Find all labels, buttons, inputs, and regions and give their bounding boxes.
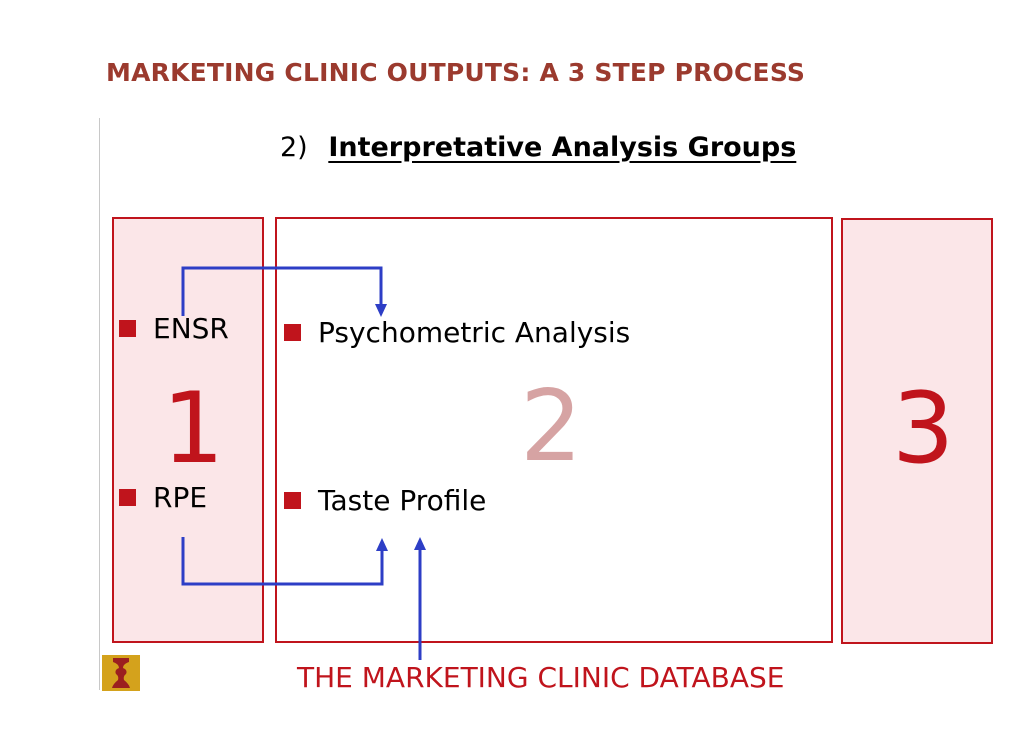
item-label: ENSR [153, 312, 229, 345]
square-bullet-icon [284, 492, 301, 509]
step-2-panel [275, 217, 833, 643]
subtitle-number: 2) [280, 132, 308, 163]
left-divider [99, 118, 100, 690]
database-label: THE MARKETING CLINIC DATABASE [297, 661, 785, 694]
step-1-panel [112, 217, 264, 643]
step-2-number: 2 [520, 370, 583, 484]
item-label: RPE [153, 481, 208, 514]
slide-title: MARKETING CLINIC OUTPUTS: A 3 STEP PROCE… [106, 58, 806, 87]
step-3-panel [841, 218, 993, 644]
square-bullet-icon [119, 320, 136, 337]
arrowhead-taste-profile-left [376, 538, 388, 551]
subtitle: 2) Interpretative Analysis Groups [280, 132, 796, 163]
step-1-item-ensr: ENSR [119, 312, 229, 345]
item-label: Psychometric Analysis [318, 316, 631, 349]
step-3-number: 3 [892, 372, 955, 486]
square-bullet-icon [284, 324, 301, 341]
square-bullet-icon [119, 489, 136, 506]
arrowhead-psychometric [375, 304, 387, 317]
step-1-item-rpe: RPE [119, 481, 207, 514]
arrow-ensr-to-psychometric [181, 266, 383, 316]
step-2-item-psychometric: Psychometric Analysis [284, 316, 630, 349]
arrow-rpe-to-taste-profile [181, 537, 384, 586]
subtitle-heading: Interpretative Analysis Groups [328, 132, 797, 163]
vase-faces-logo-icon [102, 655, 140, 691]
item-label: Taste Profile [318, 484, 487, 517]
step-2-item-taste-profile: Taste Profile [284, 484, 486, 517]
step-1-number: 1 [162, 372, 225, 486]
arrowhead-taste-profile-right [414, 537, 426, 550]
